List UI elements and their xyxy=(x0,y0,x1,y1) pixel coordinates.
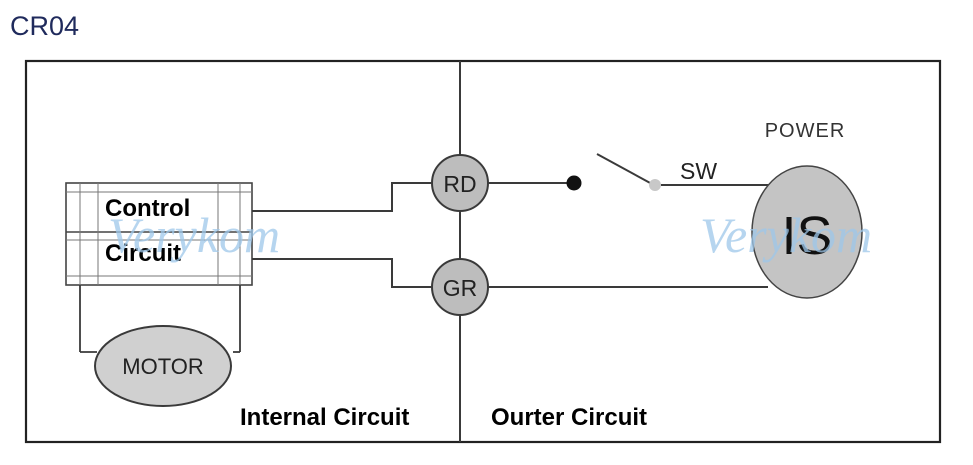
gr-terminal-label: GR xyxy=(443,275,478,301)
control-circuit-label-line1: Control xyxy=(105,195,190,222)
switch-blade xyxy=(596,153,653,185)
motor-ellipse xyxy=(94,325,232,407)
watermark-right: Verykom xyxy=(700,207,872,263)
power-label: POWER xyxy=(765,120,846,142)
switch-pivot xyxy=(649,179,661,191)
motor-label: MOTOR xyxy=(122,354,203,379)
power-source-ellipse xyxy=(751,165,863,299)
outer-circuit-label: Ourter Circuit xyxy=(491,404,647,431)
switch-contact-dot xyxy=(566,175,582,191)
internal-circuit-label: Internal Circuit xyxy=(240,404,409,431)
watermark-left: Verykom xyxy=(108,207,280,263)
outer-frame xyxy=(24,59,942,444)
rd-terminal-label: RD xyxy=(443,171,476,197)
control-circuit-label-line2: Circuit xyxy=(105,240,181,267)
power-source-symbol: IS xyxy=(781,206,832,266)
switch-label: SW xyxy=(680,158,717,184)
wire-control-to-gr xyxy=(252,258,434,288)
control-circuit-box xyxy=(65,182,253,286)
diagram-title: CR04 xyxy=(10,11,79,41)
wire-control-to-rd xyxy=(252,182,434,212)
